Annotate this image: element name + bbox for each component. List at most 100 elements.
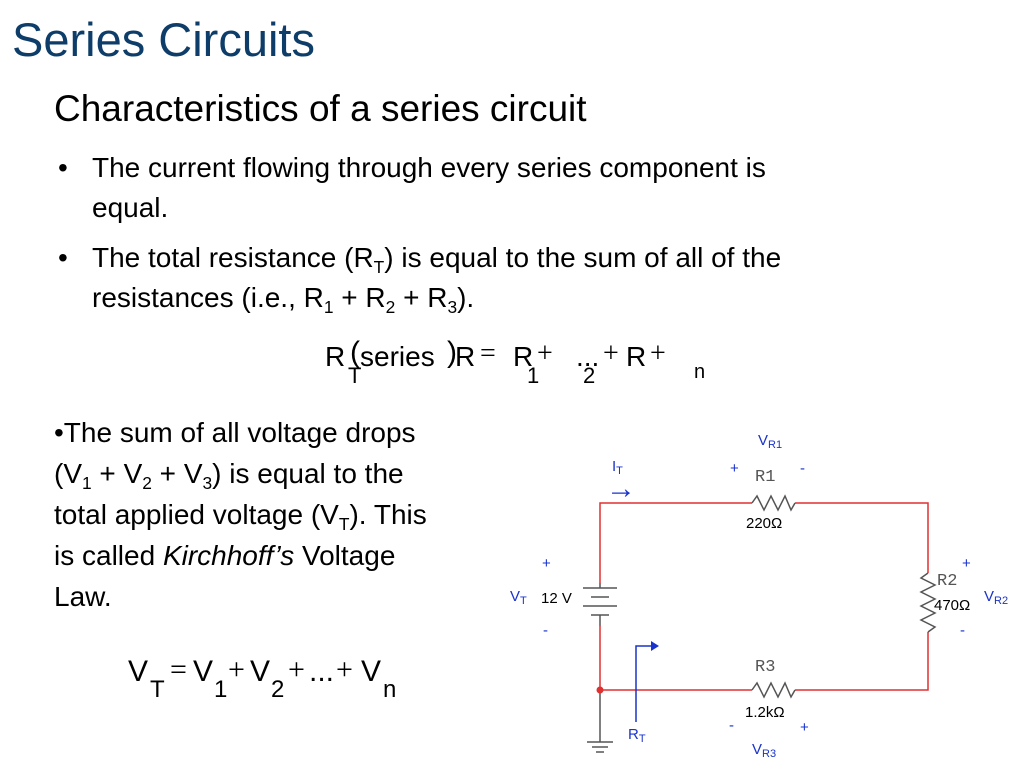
r3-minus: - [729, 717, 734, 734]
subscript: 1 [323, 297, 334, 318]
kvl-line1: •The sum of all voltage drops [54, 417, 416, 448]
vr2-label: VR2 [984, 588, 1008, 607]
kvl-line2: (V1 + V2 + V3) is equal to the [54, 453, 524, 494]
eq-r: R [325, 341, 346, 372]
text: is called [54, 540, 163, 571]
subscript: T [616, 465, 623, 477]
eq-sub: T [348, 363, 362, 388]
r2-minus: - [960, 622, 965, 639]
text: V [758, 432, 769, 449]
eq-dots: ... [576, 341, 600, 372]
subscript: T [638, 733, 646, 745]
eq-dots: ... [309, 655, 335, 688]
text: + V [91, 458, 143, 489]
battery-symbol [583, 583, 617, 626]
eq-sub: 1 [527, 363, 540, 388]
slide-title: Series Circuits [12, 13, 315, 66]
wire-top-right [795, 502, 929, 573]
r2-value: 470Ω [934, 597, 971, 614]
text: R [628, 726, 639, 743]
eq-plus: + [336, 653, 353, 686]
text: V [984, 588, 995, 605]
r3-plus: + [800, 719, 809, 736]
text: + R [395, 282, 448, 313]
text: (V [54, 458, 82, 489]
text: I [612, 458, 617, 475]
resistor-r3-symbol [751, 681, 796, 699]
eq-equals: = [480, 338, 496, 369]
text: V [510, 588, 521, 605]
kvl-line4: is called Kirchhoff’s Voltage [54, 535, 524, 576]
vr1-label: VR1 [758, 432, 782, 451]
text: + V [151, 458, 203, 489]
eq-plus: + [228, 653, 245, 686]
r1-plus: + [730, 460, 739, 477]
circuit-wires [599, 502, 929, 691]
subscript: R2 [994, 595, 1009, 607]
source-minus: - [543, 622, 548, 639]
bullet-marker: • [58, 152, 68, 183]
subscript: 1 [82, 473, 92, 494]
wire-top-left [599, 502, 752, 583]
eq-sub: n [694, 361, 706, 383]
subscript: 3 [447, 297, 458, 318]
eq-equals: = [170, 653, 187, 686]
bullet2-line2: resistances (i.e., R1 + R2 + R3). [92, 278, 952, 318]
subscript: 3 [202, 473, 213, 494]
vr3-label: VR3 [752, 741, 776, 760]
rt-label: RT [628, 726, 646, 745]
text: ). [457, 282, 475, 313]
eq-paren: ) [447, 336, 457, 369]
eq-paren: ( [350, 336, 360, 369]
source-value: 12 V [541, 590, 572, 607]
text: V [752, 741, 763, 758]
bullet1-line1: The current flowing through every series… [92, 152, 766, 183]
ground-icon [587, 741, 613, 753]
kvl-paragraph: •The sum of all voltage drops (V1 + V2 +… [54, 412, 524, 617]
current-arrow-icon: → [606, 472, 636, 505]
bullet-total-resistance: The total resistance (RT) is equal to th… [92, 238, 952, 318]
rt-arrow-line [635, 645, 657, 722]
subscript: T [520, 595, 527, 607]
eq-plus: + [537, 338, 553, 369]
text: total applied voltage (V [54, 499, 339, 530]
bullet2-line1: The total resistance (RT) is equal to th… [92, 238, 952, 278]
eq-r: R [626, 341, 647, 372]
bullet1-line2: equal. [92, 192, 169, 223]
text: ) is equal to the sum of all of the [384, 242, 782, 273]
bullet-marker: • [58, 242, 68, 273]
eq-v: V [193, 655, 214, 688]
r2-plus: + [962, 555, 971, 572]
subscript: T [338, 514, 350, 535]
r3-value: 1.2kΩ [745, 704, 785, 721]
source-plus: + [542, 555, 551, 572]
subscript: T [373, 257, 385, 278]
text: + R [333, 282, 386, 313]
rt-arrow-head [651, 641, 659, 651]
eq-plus: + [288, 653, 305, 686]
text: ) is equal to the [212, 458, 404, 489]
eq-v: V [128, 655, 149, 688]
kvl-line5: Law. [54, 581, 112, 612]
text: ). This [349, 499, 427, 530]
subscript: 2 [142, 473, 152, 494]
eq-r: R [513, 341, 534, 372]
eq-r: R [455, 341, 476, 372]
r1-minus: - [800, 460, 805, 477]
wire-bottom-left [599, 626, 752, 691]
bullet-current-equal: The current flowing through every series… [92, 148, 952, 228]
text: The total resistance (R [92, 242, 374, 273]
eq-sub: 2 [583, 363, 596, 388]
wire-bottom-right [795, 632, 929, 691]
junction-node [596, 686, 604, 694]
eq-sub: 1 [214, 676, 228, 703]
eq-plus: + [650, 338, 666, 369]
r2-name: R2 [937, 572, 958, 591]
eq-plus: + [603, 338, 619, 369]
subscript: 2 [385, 297, 396, 318]
eq-v: V [250, 655, 271, 688]
r1-name: R1 [755, 468, 776, 487]
eq-v: V [361, 655, 382, 688]
eq-sub: n [383, 676, 397, 703]
